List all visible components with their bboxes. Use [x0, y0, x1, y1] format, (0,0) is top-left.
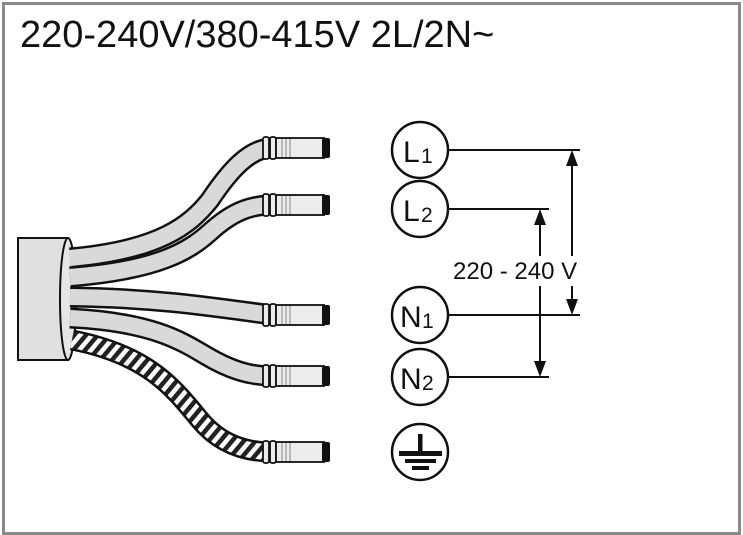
svg-text:2: 2	[422, 372, 434, 395]
svg-text:L: L	[403, 136, 420, 169]
terminal-block: L 1 L 2 N 1 N 2	[390, 120, 450, 482]
ferrule-earth	[262, 440, 330, 464]
voltage-label-backdrop	[449, 256, 584, 286]
terminal-L2: L 2	[390, 179, 450, 239]
supply-title: 220-240V/380-415V 2L/2N~	[20, 14, 495, 56]
voltage-label: 220 - 240 V	[453, 258, 577, 285]
dimension-arrowheads	[534, 150, 578, 377]
svg-text:2: 2	[421, 204, 433, 227]
ferrule-L2	[262, 193, 330, 217]
wire-L2	[69, 194, 273, 288]
ferrule-N1	[262, 303, 330, 327]
ferrule-N2	[262, 364, 330, 388]
wire-N2	[69, 307, 273, 387]
wire-L1	[69, 137, 273, 269]
wire-N1	[69, 286, 274, 326]
svg-text:1: 1	[422, 310, 434, 333]
wire-earth	[69, 329, 273, 463]
wire-ferrules	[262, 136, 330, 464]
ferrule-L1	[262, 136, 330, 160]
cable-sheath	[17, 237, 77, 361]
svg-text:N: N	[400, 363, 422, 396]
terminal-N1: N 1	[390, 285, 450, 345]
svg-text:N: N	[400, 301, 422, 334]
terminal-L1: L 1	[390, 120, 450, 180]
svg-text:1: 1	[421, 145, 433, 168]
terminal-N2: N 2	[390, 347, 450, 407]
ground-icon	[390, 422, 450, 482]
svg-text:L: L	[403, 195, 420, 228]
